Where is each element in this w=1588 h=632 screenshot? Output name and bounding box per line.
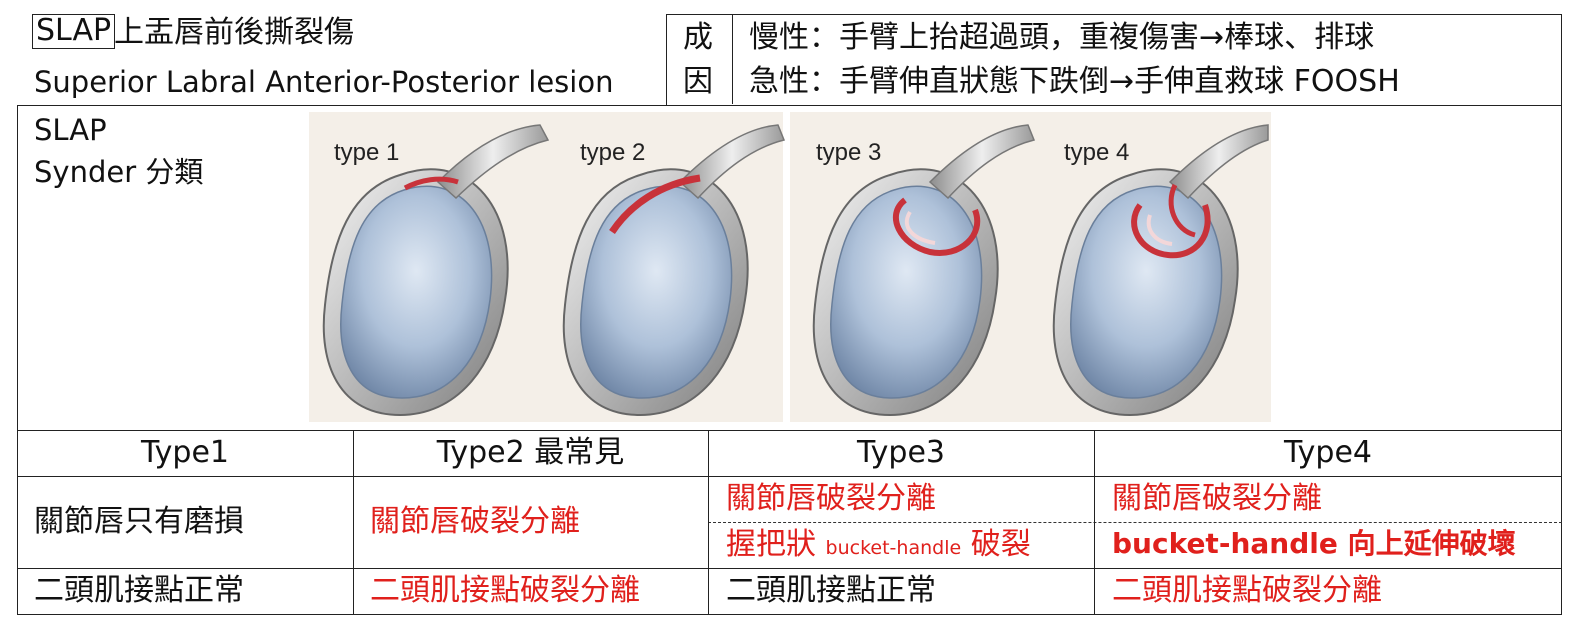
cause-label-1: 成 [683, 20, 713, 55]
table-header-rule [17, 476, 1562, 477]
type3-bucket-prefix: 握把狀 [726, 527, 816, 562]
figure-label-type-1: type 1 [334, 139, 400, 166]
title-block: SLAP 上盂唇前後撕裂傷 Superior Labral Anterior-P… [32, 14, 652, 104]
slap-boxed-label: SLAP [32, 14, 116, 49]
table-header-type4: Type4 [1284, 435, 1372, 470]
table-row-rule [17, 568, 1562, 569]
type2-labrum-cell: 關節唇破裂分離 [370, 504, 580, 539]
glenoid-type-1 [322, 124, 550, 417]
type1-biceps-cell: 二頭肌接點正常 [34, 573, 244, 608]
type3-bucket-suffix: 破裂 [970, 527, 1031, 562]
figure-label-type-2: type 2 [580, 139, 646, 166]
type3-bucket-term: bucket-handle [825, 537, 962, 559]
glenoid-type-3 [812, 124, 1036, 417]
classification-line-1: SLAP [34, 113, 107, 147]
cause-chronic: 慢性：手臂上抬超過頭，重複傷害→棒球、排球 [749, 20, 1375, 55]
table-col-divider-3 [1094, 430, 1095, 615]
classification-line-2: Synder 分類 [34, 155, 204, 189]
title-zh: 上盂唇前後撕裂傷 [114, 15, 354, 50]
type4-bucket-cell: bucket-handle 向上延伸破壞 [1112, 527, 1516, 560]
type3-labrum-cell: 關節唇破裂分離 [726, 481, 936, 516]
title-en: Superior Labral Anterior-Posterior lesio… [34, 65, 614, 99]
type2-biceps-cell: 二頭肌接點破裂分離 [370, 573, 640, 608]
figure-label-type-3: type 3 [816, 139, 882, 166]
glenoid-type-2 [562, 124, 786, 417]
type3-bucket-cell: 握把狀 bucket-handle 破裂 [726, 530, 1031, 560]
table-header-type1: Type1 [141, 435, 229, 470]
table-col-divider-2 [708, 430, 709, 615]
table-header-type3: Type3 [857, 435, 945, 470]
cause-label-column [667, 15, 733, 104]
table-header-type2: Type2 最常見 [436, 435, 625, 470]
type4-biceps-cell: 二頭肌接點破裂分離 [1112, 573, 1382, 608]
type1-labrum-cell: 關節唇只有磨損 [34, 504, 244, 539]
table-col-divider-1 [353, 430, 354, 615]
type3-biceps-cell: 二頭肌接點正常 [726, 573, 936, 608]
glenoid-type-4 [1052, 124, 1269, 417]
table-top-rule [17, 430, 1562, 431]
table-dashed-rule [708, 522, 1562, 523]
cause-acute: 急性：手臂伸直狀態下跌倒→手伸直救球 FOOSH [749, 64, 1400, 99]
type4-labrum-cell: 關節唇破裂分離 [1112, 481, 1322, 516]
cause-label-2: 因 [683, 64, 713, 99]
figure-label-type-4: type 4 [1064, 139, 1130, 166]
main-table-frame [17, 105, 1562, 615]
